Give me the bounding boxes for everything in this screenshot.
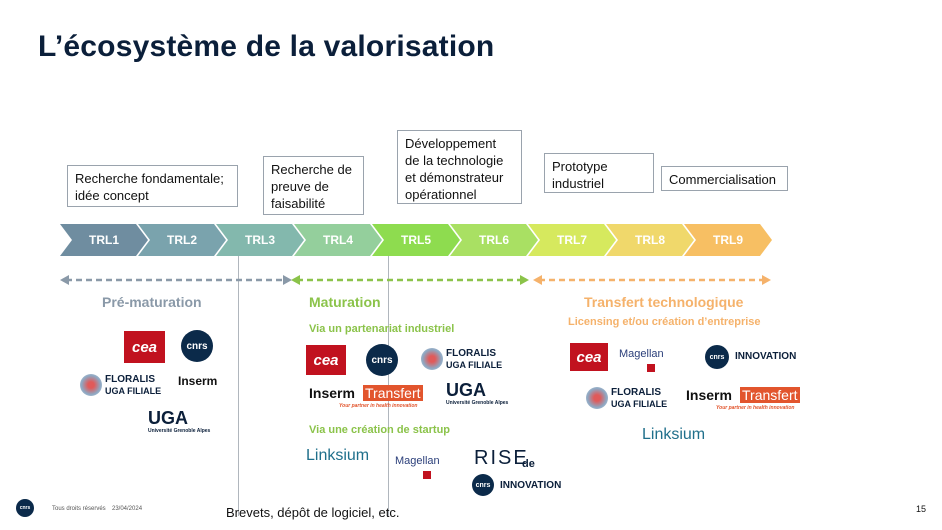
rise-logo: RISE [474,447,529,469]
transfert-arrow [533,275,771,285]
cnrs-logo: cnrs [472,474,494,496]
inserm-logo: Inserm [178,374,218,388]
trl-label: TRL8 [635,233,665,247]
trl-label: TRL7 [557,233,587,247]
cea-logo: cea [570,343,608,371]
floralis-label: FLORALIS [105,374,155,385]
trl-step-8: TRL8 [606,224,694,256]
inserm-transfert-logo: Inserm Transfert Your partner in health … [309,385,429,413]
uga-filiale-label: UGA FILIALE [105,386,162,396]
footer-rights: Tous droits réservés [52,506,106,512]
floralis-label: FLORALIS [446,348,496,359]
innovation-label: INNOVATION [500,480,562,491]
floralis-flower-icon [586,387,608,409]
magellan-mark-icon [423,471,431,479]
magellan-label: Magellan [619,348,664,360]
uga-logo: UGA Université Grenoble Alpes [148,408,211,442]
uga-sub-label: Université Grenoble Alpes [148,428,211,434]
uga-filiale-label: UGA FILIALE [611,399,668,409]
uga-label: UGA [446,380,486,400]
trl-step-5: TRL5 [372,224,460,256]
floralis-flower-icon [421,348,443,370]
cnrs-logo: cnrs [366,344,398,376]
stage-box-commercialisation: Commercialisation [661,166,788,191]
page-number: 15 [916,504,927,514]
innovation-label: INNOVATION [735,351,797,362]
stage-box-fundamental-research: Recherche fondamentale; idée concept [67,165,238,207]
floralis-logo: FLORALIS UGA FILIALE [80,374,170,398]
uga-label: UGA [148,408,188,428]
magellan-logo: Magellan [395,455,465,485]
magellan-label: Magellan [395,455,440,467]
inserm-transfert-label-b: Transfert [740,387,800,403]
trl-step-9: TRL9 [684,224,772,256]
trl-step-3: TRL3 [216,224,304,256]
floralis-label: FLORALIS [611,387,661,398]
uga-sub-label: Université Grenoble Alpes [446,400,509,406]
trl-label: TRL1 [89,233,119,247]
magellan-mark-icon [647,364,655,372]
floralis-flower-icon [80,374,102,396]
trl-label: TRL3 [245,233,275,247]
floralis-logo: FLORALIS UGA FILIALE [586,387,676,411]
section-transfert: Transfert technologique [584,294,744,310]
maturation-sub-industrial: Via un partenariat industriel [309,323,455,335]
magellan-logo: Magellan [619,348,689,378]
inserm-transfert-label-a: Inserm [686,387,732,403]
trl-label: TRL5 [401,233,431,247]
trl-label: TRL9 [713,233,743,247]
linksium-logo: Linksium [306,447,370,464]
inserm-transfert-tagline: Your partner in health innovation [339,403,418,409]
rise-de-label: de [522,458,535,470]
stage-box-prototype: Prototype industriel [544,153,654,193]
maturation-arrow [291,275,529,285]
cnrs-logo: cnrs [705,345,729,369]
cea-logo: cea [306,345,346,375]
cea-logo: cea [124,331,165,363]
stage-box-feasibility: Recherche de preuve de faisabilité [263,156,364,215]
uga-filiale-label: UGA FILIALE [446,360,503,370]
trl-step-2: TRL2 [138,224,226,256]
page-title: L’écosystème de la valorisation [38,30,495,63]
trl-label: TRL6 [479,233,509,247]
pre-maturation-arrow [60,275,292,285]
trl-step-4: TRL4 [294,224,382,256]
inserm-transfert-logo: Inserm Transfert Your partner in health … [686,387,806,415]
trl-step-6: TRL6 [450,224,538,256]
bottom-note: Brevets, dépôt de logiciel, etc. [226,505,400,520]
inserm-transfert-label-a: Inserm [309,385,355,401]
inserm-transfert-tagline: Your partner in health innovation [716,405,795,411]
section-maturation: Maturation [309,294,381,310]
inserm-transfert-label-b: Transfert [363,385,423,401]
cnrs-logo: cnrs [181,330,213,362]
trl-label: TRL4 [323,233,353,247]
stage-box-development: Développement de la technologie et démon… [397,130,522,204]
maturation-sub-startup: Via une création de startup [309,424,451,436]
transfert-sub: Licensing et/ou création d’entreprise [568,316,761,328]
cnrs-footer-logo: cnrs [16,499,34,517]
section-pre-maturation: Pré-maturation [102,294,202,310]
trl-step-1: TRL1 [60,224,148,256]
footer-date: 23/04/2024 [112,506,143,512]
linksium-logo: Linksium [642,426,706,443]
divider-pre-maturation [238,256,239,516]
trl-step-7: TRL7 [528,224,616,256]
trl-label: TRL2 [167,233,197,247]
floralis-logo: FLORALIS UGA FILIALE [421,348,511,372]
phase-arrows [60,275,771,285]
uga-logo: UGA Université Grenoble Alpes [446,380,509,414]
